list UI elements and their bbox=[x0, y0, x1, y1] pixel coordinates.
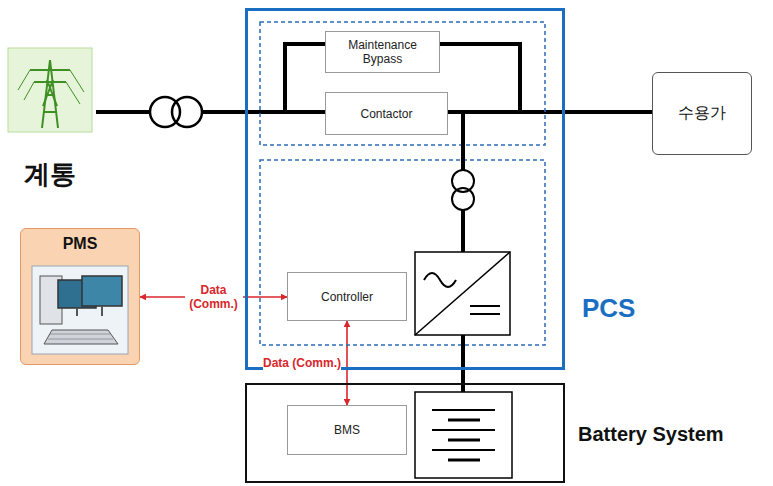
battery-system-box: Battery SystemBMS bbox=[245, 383, 565, 483]
node-label: 수용가 bbox=[678, 103, 726, 124]
switch-group-outline bbox=[260, 22, 545, 145]
link-label: Data (Comm.) bbox=[185, 283, 243, 312]
link-label: Data (Comm.) bbox=[263, 356, 341, 370]
main-transformer bbox=[150, 97, 202, 127]
contactor-box: Contactor bbox=[325, 92, 448, 135]
inverter-symbol bbox=[415, 252, 510, 335]
power-line bbox=[448, 110, 652, 114]
pcs-housing: PCSMaintenance BypassContactorController bbox=[245, 8, 565, 370]
node-label: 계통 bbox=[24, 157, 76, 192]
grid-icon-ground bbox=[8, 48, 92, 132]
transmission-tower bbox=[18, 60, 84, 128]
customer-box: 수용가 bbox=[652, 72, 752, 155]
converter-group-outline bbox=[260, 160, 545, 345]
bms-box: BMS bbox=[287, 405, 407, 455]
controller-box: Controller bbox=[287, 272, 407, 321]
grid-source: 계통 bbox=[4, 44, 96, 192]
node-label: PCS bbox=[582, 293, 635, 324]
pcs-transformer bbox=[452, 170, 474, 210]
node-label: Controller bbox=[321, 290, 373, 304]
node-label: PMS bbox=[21, 235, 139, 253]
node-label: Contactor bbox=[360, 107, 412, 121]
power-line bbox=[96, 110, 325, 114]
node-label: BMS bbox=[334, 423, 360, 437]
bypass-box: Maintenance Bypass bbox=[325, 31, 440, 73]
data-link bbox=[346, 321, 348, 405]
node-label: Battery System bbox=[578, 423, 724, 446]
node-label: Maintenance Bypass bbox=[332, 38, 433, 66]
battery-symbol bbox=[415, 392, 512, 478]
